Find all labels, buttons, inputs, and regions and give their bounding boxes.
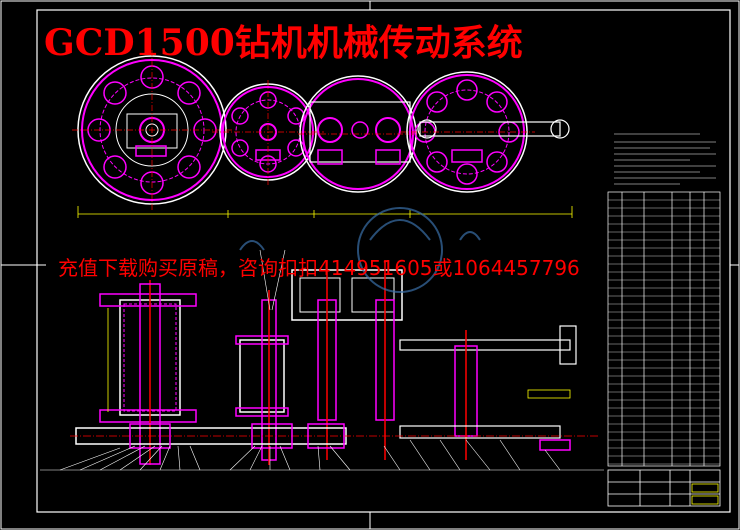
sheave-2: [212, 80, 324, 186]
parts-table-rows: [608, 199, 720, 465]
watermark-logo: [239, 207, 481, 293]
annotation-box: [527, 389, 571, 399]
top-dimension: [77, 206, 573, 218]
gearbox-bottom: [291, 260, 403, 460]
drum-left: [99, 280, 197, 465]
sheave-4: [400, 71, 570, 193]
callout-leaders: [40, 249, 604, 471]
parts-table: [607, 191, 721, 467]
right-assembly: [399, 325, 577, 460]
drum-middle: [235, 290, 289, 465]
drawing-title: GCD1500钻机机械传动系统: [44, 22, 523, 64]
sheave-1: [72, 50, 232, 210]
download-notice: 充值下载购买原稿，咨询扣扣414951605或1064457796: [58, 256, 580, 280]
title-block: [607, 469, 721, 507]
main-shaft: [70, 423, 600, 449]
technical-notes: [614, 133, 716, 185]
